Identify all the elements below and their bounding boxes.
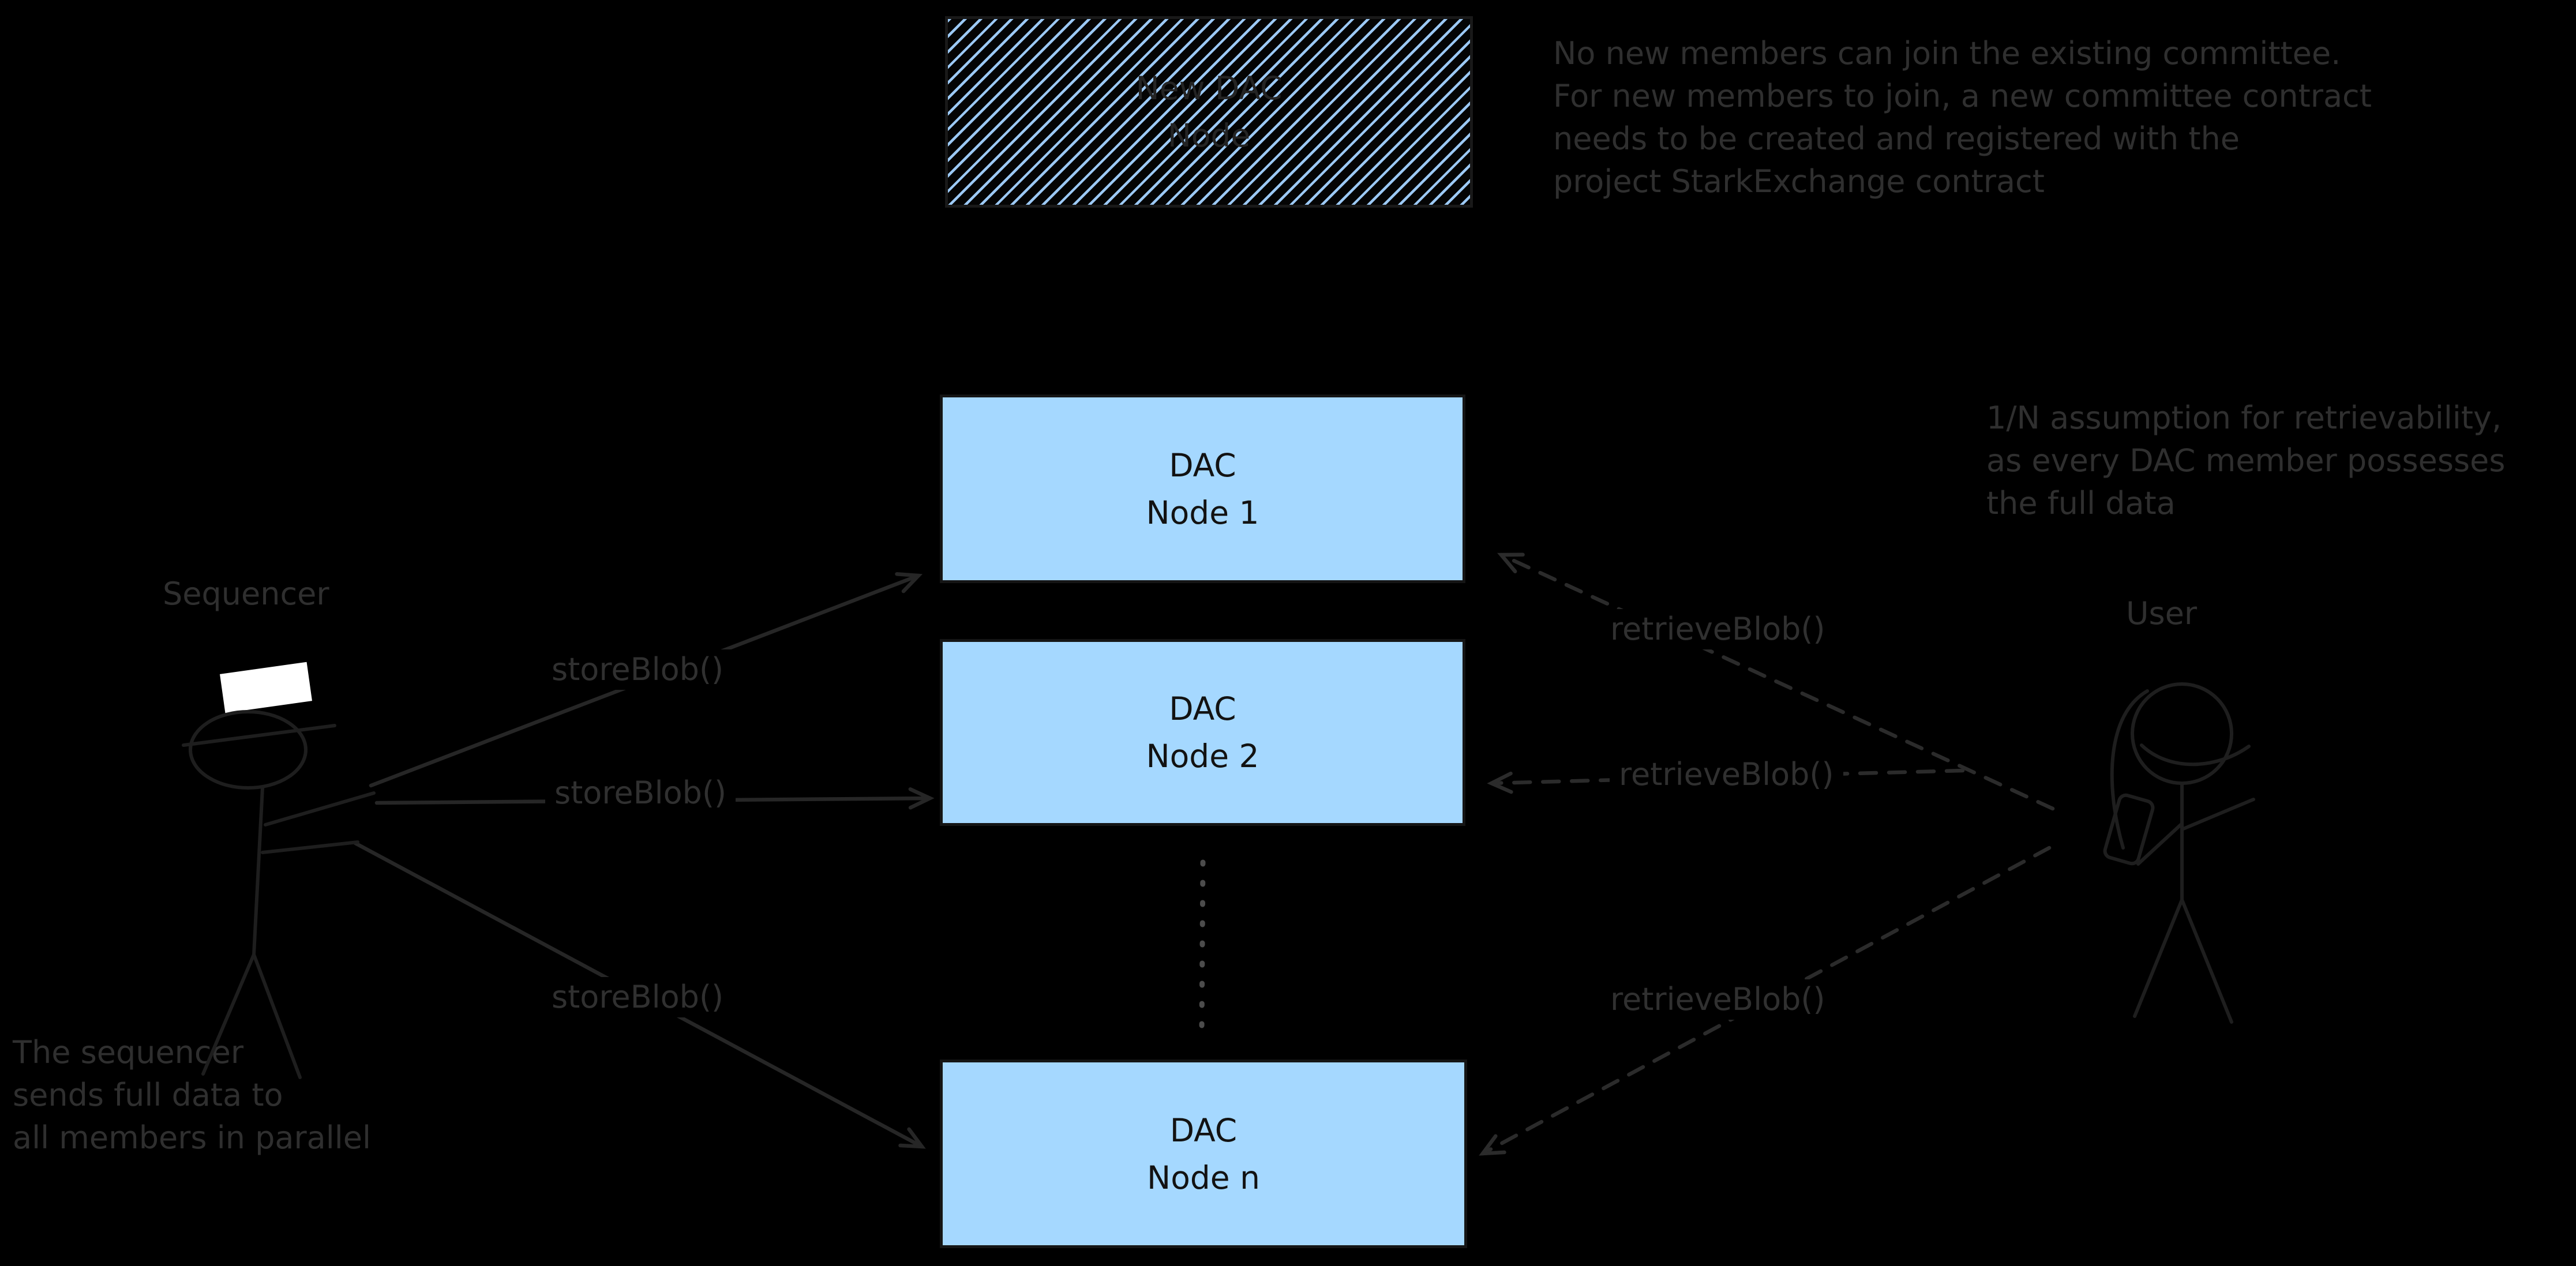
user-label: User bbox=[2126, 595, 2198, 632]
sequencer-arm-lower bbox=[261, 840, 359, 854]
dac-node-2-label-line1: DAC bbox=[1169, 690, 1236, 727]
store-blob-label-3: storeBlob() bbox=[542, 977, 733, 1017]
dac-node-n-label-line1: DAC bbox=[1169, 1111, 1238, 1149]
retrieve-blob-label-1: retrieveBlob() bbox=[1601, 609, 1835, 649]
store-blob-label-2: storeBlob() bbox=[545, 773, 736, 813]
new-dac-node-label: New DAC Node bbox=[1136, 65, 1283, 159]
dac-node-1-label-line2: Node 1 bbox=[1146, 494, 1259, 531]
retrieve-blob-label-3: retrieveBlob() bbox=[1601, 979, 1835, 1020]
new-dac-node-label-line1: New DAC bbox=[1135, 70, 1283, 107]
dac-node-1-label-line1: DAC bbox=[1169, 446, 1236, 484]
retrieve-blob-label-2: retrieveBlob() bbox=[1610, 754, 1843, 795]
sequencer-note-line3: all members in parallel bbox=[13, 1120, 371, 1156]
store-blob-label-1: storeBlob() bbox=[542, 649, 733, 690]
new-dac-node-box: New DAC Node bbox=[945, 16, 1473, 208]
user-head bbox=[2131, 682, 2233, 785]
sequencer-label: Sequencer bbox=[163, 576, 329, 612]
committee-note-line3: needs to be created and registered with … bbox=[1553, 121, 2240, 157]
dac-node-2-box: DAC Node 2 bbox=[940, 639, 1465, 826]
dac-node-2-label-line2: Node 2 bbox=[1146, 738, 1259, 775]
user-leg-right bbox=[2180, 898, 2233, 1024]
new-dac-node-label-line2: Node bbox=[1167, 117, 1251, 154]
sequencer-hat bbox=[220, 662, 312, 713]
retrievability-note-line3: the full data bbox=[1986, 485, 2176, 521]
dac-node-n-label: DAC Node n bbox=[1147, 1107, 1260, 1201]
user-arm-left bbox=[2136, 822, 2184, 866]
user-hair bbox=[2110, 689, 2149, 850]
dac-node-1-label: DAC Node 1 bbox=[1146, 442, 1259, 536]
user-face bbox=[2140, 743, 2251, 767]
user-figure bbox=[2103, 682, 2255, 1024]
committee-note-line1: No new members can join the existing com… bbox=[1553, 35, 2341, 72]
user-leg-left bbox=[2133, 898, 2184, 1018]
dac-node-n-label-line2: Node n bbox=[1147, 1159, 1260, 1196]
committee-note-line4: project StarkExchange contract bbox=[1553, 163, 2045, 200]
sequencer-note-line1: The sequencer bbox=[13, 1034, 244, 1070]
sequencer-head bbox=[189, 710, 308, 790]
dac-node-2-label: DAC Node 2 bbox=[1146, 685, 1259, 780]
sequencer-figure bbox=[182, 662, 376, 1079]
sequencer-arm-upper bbox=[264, 791, 376, 827]
sequencer-hat-brim bbox=[182, 724, 336, 747]
dac-node-n-box: DAC Node n bbox=[940, 1060, 1467, 1248]
committee-note-line2: For new members to join, a new committee… bbox=[1553, 78, 2372, 114]
sequencer-note: The sequencer sends full data to all mem… bbox=[13, 1031, 371, 1159]
retrievability-note-line2: as every DAC member possesses bbox=[1986, 442, 2506, 479]
retrievability-note: 1/N assumption for retrievability, as ev… bbox=[1986, 397, 2505, 525]
sequencer-body bbox=[252, 786, 264, 956]
committee-note: No new members can join the existing com… bbox=[1553, 32, 2372, 203]
user-arm-right bbox=[2180, 798, 2255, 831]
dac-node-1-box: DAC Node 1 bbox=[940, 395, 1465, 583]
sequencer-note-line2: sends full data to bbox=[13, 1077, 283, 1113]
retrievability-note-line1: 1/N assumption for retrievability, bbox=[1986, 400, 2502, 436]
node-ellipsis-dotted-line bbox=[1199, 859, 1206, 1034]
user-device bbox=[2103, 793, 2155, 866]
